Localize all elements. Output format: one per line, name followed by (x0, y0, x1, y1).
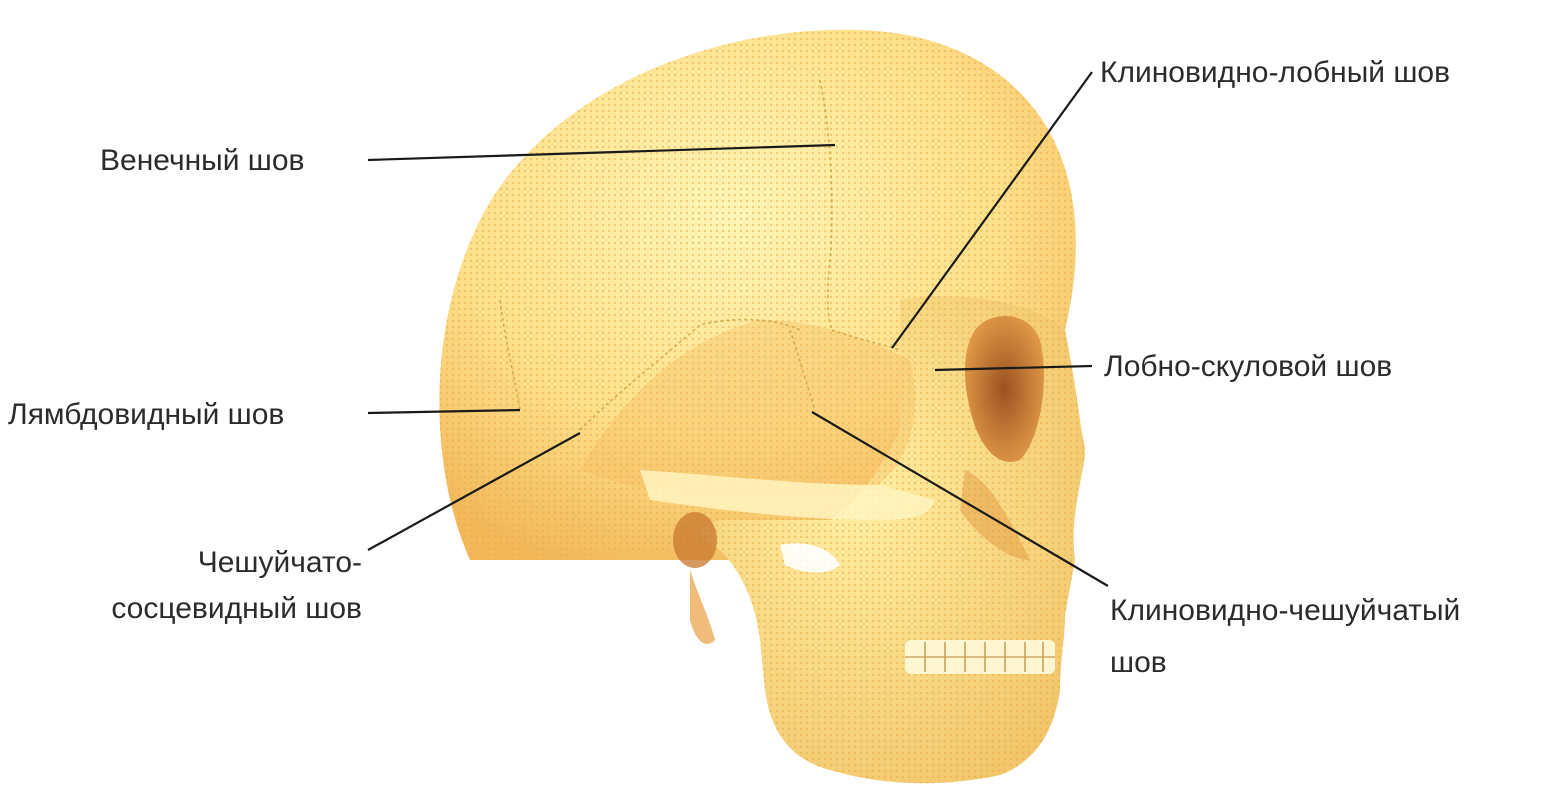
label-coronal-suture: Венечный шов (100, 144, 305, 177)
skull-illustration (439, 30, 1085, 783)
label-sphenosquamous-suture-line1: Клиновидно-чешуйчатый (1110, 594, 1460, 627)
label-sphenosquamous-suture-line2: шов (1110, 646, 1167, 679)
mastoid-process (690, 570, 715, 644)
label-sphenofrontal-suture: Клиновидно-лобный шов (1100, 56, 1450, 89)
label-frontozygomatic-suture: Лобно-скуловой шов (1104, 350, 1392, 383)
label-squamomastoid-suture-line1: Чешуйчато- (198, 546, 362, 579)
teeth-row (905, 640, 1055, 674)
label-squamomastoid-suture-line2: сосцевидный шов (111, 592, 362, 625)
label-lambdoid-suture: Лямбдовидный шов (8, 398, 284, 431)
external-acoustic-meatus (673, 512, 717, 568)
